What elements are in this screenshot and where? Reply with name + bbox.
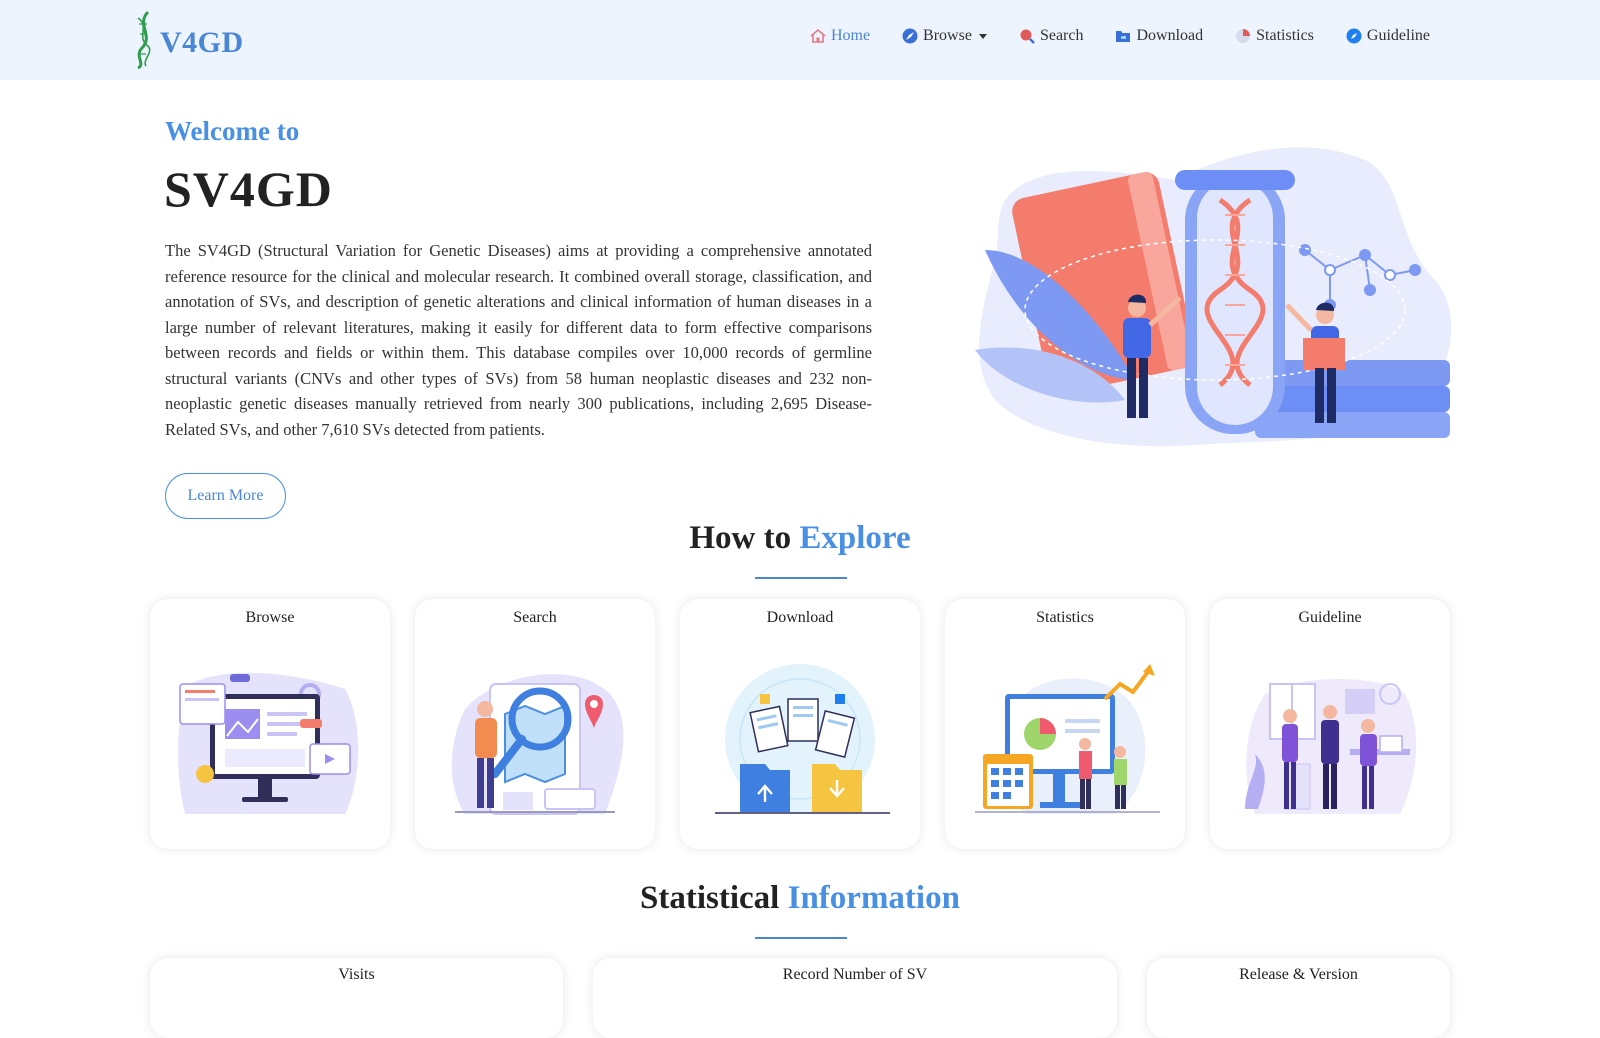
nav-statistics-label: Statistics xyxy=(1256,27,1314,44)
nav-statistics[interactable]: Statistics xyxy=(1235,27,1314,45)
nav-download[interactable]: Download xyxy=(1115,27,1203,45)
stat-card-visits: Visits xyxy=(150,958,563,1038)
search-icon xyxy=(1020,29,1035,44)
main-nav: Home Browse Search Download Statistics G… xyxy=(810,27,1430,45)
page-title: SV4GD xyxy=(164,161,333,217)
compass-icon xyxy=(902,28,918,44)
stats-heading-accent: Information xyxy=(787,880,960,916)
site-logo[interactable]: V4GD xyxy=(132,8,252,72)
chevron-down-icon xyxy=(978,33,987,39)
stat-card-release: Release & Version xyxy=(1147,958,1450,1038)
statistics-illustration xyxy=(975,664,1160,814)
nav-browse-label: Browse xyxy=(923,27,972,44)
card-statistics-title: Statistics xyxy=(1036,609,1094,626)
pie-chart-icon xyxy=(1236,29,1251,43)
nav-guideline[interactable]: Guideline xyxy=(1346,27,1430,45)
nav-search-label: Search xyxy=(1039,27,1084,44)
download-illustration xyxy=(715,664,890,814)
nav-guideline-label: Guideline xyxy=(1366,27,1430,44)
card-guideline-title: Guideline xyxy=(1298,609,1362,626)
nav-search[interactable]: Search xyxy=(1019,27,1084,45)
explore-heading-plain: How to xyxy=(689,520,792,556)
logo-text: V4GD xyxy=(160,26,244,59)
card-search[interactable]: Search xyxy=(415,599,655,849)
hero-description: The SV4GD (Structural Variation for Gene… xyxy=(165,241,872,439)
card-download-title: Download xyxy=(766,609,834,626)
explore-heading: How to Explore xyxy=(0,520,1600,557)
card-statistics[interactable]: Statistics xyxy=(945,599,1185,849)
nav-download-label: Download xyxy=(1136,27,1204,44)
stat-release-title: Release & Version xyxy=(1239,966,1358,983)
card-search-title: Search xyxy=(513,609,557,626)
stats-heading-plain: Statistical xyxy=(640,880,780,916)
browse-illustration xyxy=(178,672,359,814)
card-browse-title: Browse xyxy=(245,609,295,626)
stats-divider xyxy=(755,937,847,939)
stat-record-title: Record Number of SV xyxy=(782,966,928,983)
dna-logo-icon xyxy=(137,10,151,70)
learn-more-button[interactable]: Learn More xyxy=(165,473,286,519)
guide-icon xyxy=(1346,28,1362,44)
nav-browse[interactable]: Browse xyxy=(902,27,987,45)
home-icon xyxy=(810,28,826,43)
welcome-text: Welcome to xyxy=(165,116,300,146)
explore-divider xyxy=(755,577,847,579)
hero-illustration xyxy=(975,147,1452,447)
nav-home-label: Home xyxy=(830,27,871,44)
stats-heading: Statistical Information xyxy=(0,880,1600,917)
card-download[interactable]: Download xyxy=(680,599,920,849)
nav-home[interactable]: Home xyxy=(810,27,870,45)
card-guideline[interactable]: Guideline xyxy=(1210,599,1450,849)
stat-card-record-number: Record Number of SV xyxy=(593,958,1117,1038)
search-illustration xyxy=(451,674,624,815)
card-browse[interactable]: Browse xyxy=(150,599,390,849)
explore-heading-accent: Explore xyxy=(799,520,911,556)
guideline-illustration xyxy=(1245,679,1417,814)
top-navbar: V4GD Home Browse Search Download Statist… xyxy=(0,0,1600,80)
folder-icon xyxy=(1116,31,1131,42)
stat-visits-title: Visits xyxy=(338,966,375,983)
